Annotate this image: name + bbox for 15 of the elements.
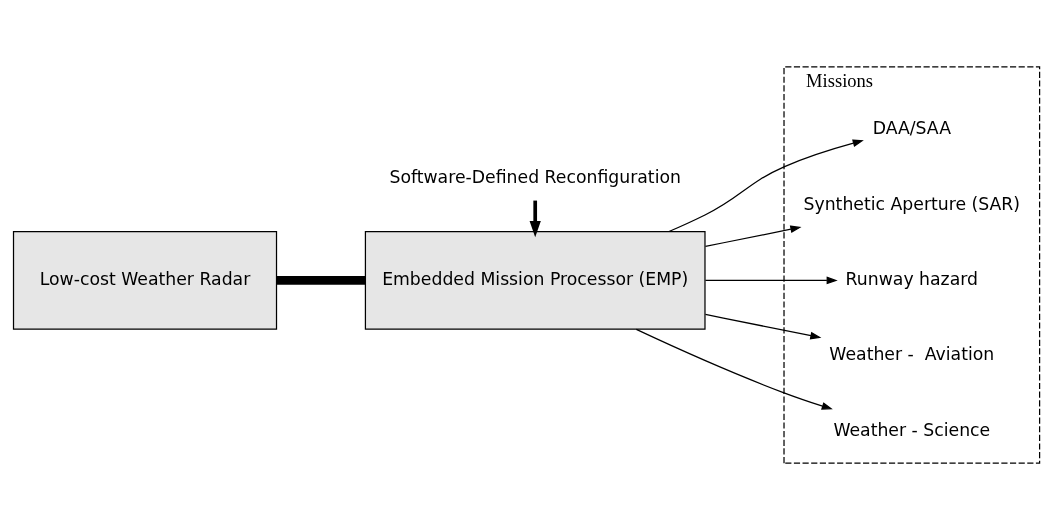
node-text: Weather - Science <box>833 419 991 440</box>
node-box: Low-cost Weather Radar <box>12 230 278 330</box>
node-box: Embedded Mission Processor (EMP) <box>364 230 706 330</box>
node-text: Weather - Aviation <box>829 343 995 364</box>
arrow <box>704 313 822 339</box>
node-text: Synthetic Aperture (SAR) <box>803 193 1021 214</box>
arrow <box>704 276 838 284</box>
arrow <box>529 200 541 237</box>
arrow <box>704 224 802 247</box>
connector <box>276 275 366 285</box>
arrow <box>635 328 833 410</box>
node-text: Runway hazard <box>845 268 979 289</box>
node-text: DAA/SAA <box>872 117 951 138</box>
node-text: Software-Defined Reconfiguration <box>389 166 681 187</box>
arrow <box>668 138 864 232</box>
